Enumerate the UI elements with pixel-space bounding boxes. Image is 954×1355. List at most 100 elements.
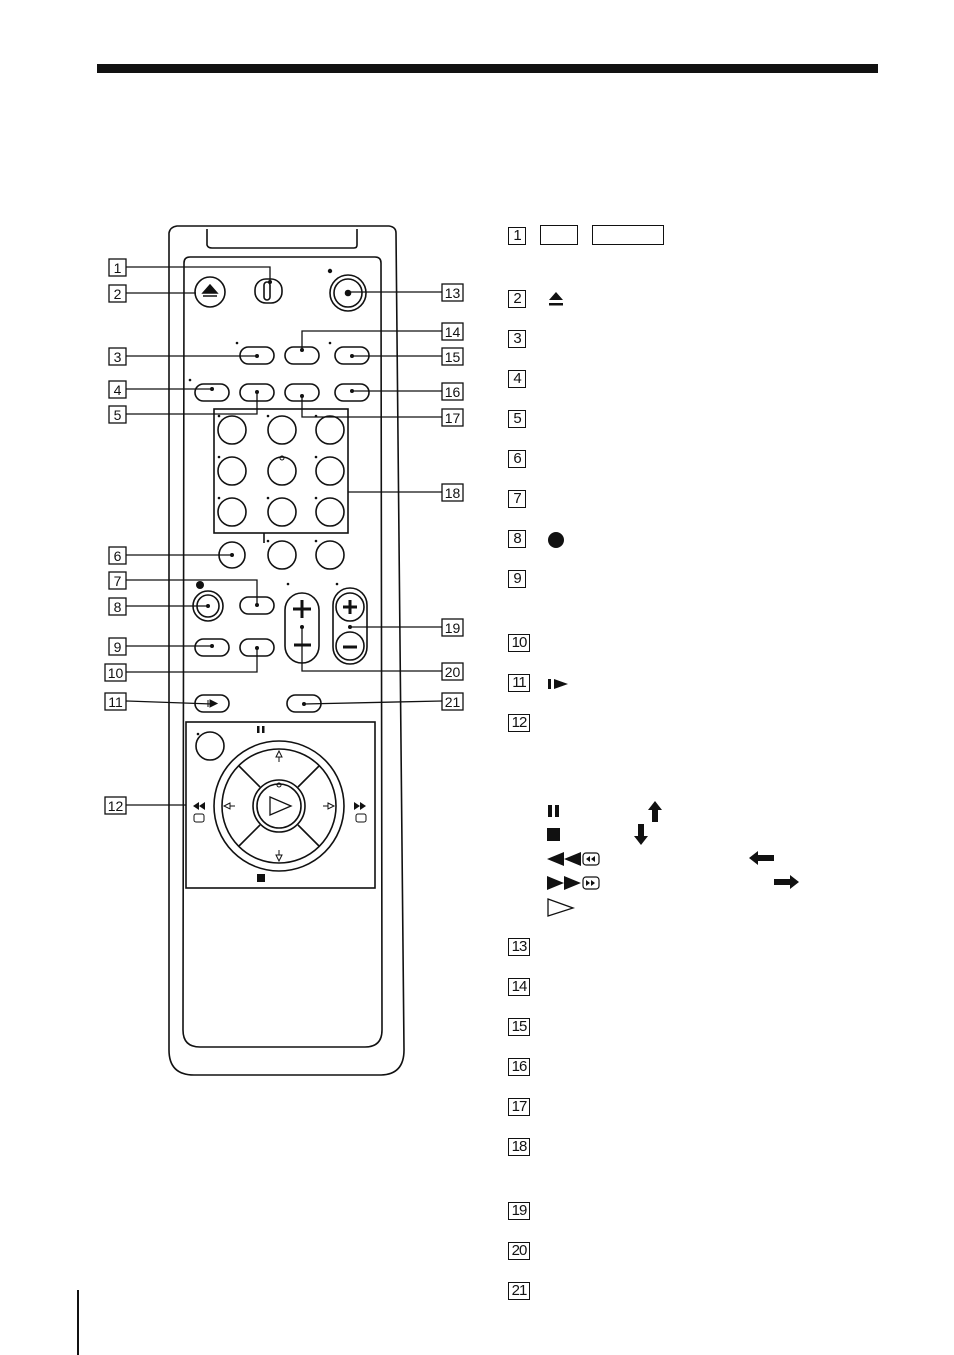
- legend-item: 1: [508, 226, 526, 246]
- right-callouts: [441, 283, 464, 711]
- legend-item: 21: [508, 1281, 530, 1301]
- number-key: [217, 497, 247, 527]
- legend-item: 9: [508, 569, 526, 589]
- legend-number: 9: [508, 570, 526, 588]
- legend-item: 15: [508, 1017, 530, 1037]
- legend-number: 2: [508, 290, 526, 308]
- remote-body-outer: [168, 225, 405, 1076]
- legend-number: 14: [508, 978, 530, 996]
- callout-label: 7: [114, 573, 122, 589]
- play-outline-icon: [547, 898, 576, 917]
- callout-label: 19: [445, 620, 461, 636]
- legend-number: 17: [508, 1098, 530, 1116]
- legend-number: 16: [508, 1058, 530, 1076]
- callout-label: 16: [445, 384, 461, 400]
- top-rule: [97, 64, 878, 73]
- legend-number: 15: [508, 1018, 530, 1036]
- play-icon: [269, 796, 293, 816]
- callout-label: 13: [445, 285, 461, 301]
- number-key: [267, 540, 297, 570]
- legend-number: 4: [508, 370, 526, 388]
- number-key: [217, 456, 247, 486]
- legend-number: 6: [508, 450, 526, 468]
- legend-item: 10: [508, 633, 530, 653]
- callout-label: 3: [114, 349, 122, 365]
- numpad-bracket: [213, 408, 349, 534]
- callout-label: 17: [445, 410, 461, 426]
- legend-item: 4: [508, 369, 526, 389]
- legend-number: 8: [508, 530, 526, 548]
- callout-label: 11: [108, 694, 123, 710]
- legend-item: 2: [508, 289, 526, 309]
- legend-item: 19: [508, 1201, 530, 1221]
- callout-label: 6: [114, 548, 122, 564]
- legend-number: 7: [508, 490, 526, 508]
- remote-top-slot: [206, 229, 358, 249]
- rewind-icon: [547, 852, 600, 866]
- callout-label: 1: [114, 260, 122, 276]
- arrow-up-icon: [648, 801, 662, 822]
- callout-label: 15: [445, 349, 461, 365]
- legend-number: 10: [508, 634, 530, 652]
- slow-play-icon: [548, 679, 568, 689]
- record-dot-icon: [548, 532, 564, 548]
- legend-item: 5: [508, 409, 526, 429]
- legend-number: 1: [508, 227, 526, 245]
- number-key: [267, 456, 297, 486]
- record-dot: [196, 581, 204, 589]
- number-keys: [217, 415, 345, 570]
- right-callout-labels: 13 14 15 16 17 18 19 20 21: [445, 285, 461, 710]
- callout-label: 21: [445, 694, 461, 710]
- play-button: [252, 779, 306, 833]
- callout-label: 8: [114, 599, 122, 615]
- jog-ring-outer: [213, 740, 345, 872]
- legend-number: 19: [508, 1202, 530, 1220]
- callout-label: 9: [114, 639, 122, 655]
- number-key: [315, 456, 345, 486]
- number-key: [315, 497, 345, 527]
- legend-item: 17: [508, 1097, 530, 1117]
- label-box-small: [540, 225, 578, 245]
- callout-label: 14: [445, 324, 461, 340]
- legend-item: 7: [508, 489, 526, 509]
- callout-label: 20: [445, 664, 461, 680]
- legend-item: 20: [508, 1241, 530, 1261]
- mode-switch: [254, 278, 283, 304]
- number-key: [217, 415, 247, 445]
- legend-number: 21: [508, 1282, 530, 1300]
- fast-forward-icon: [547, 876, 600, 890]
- legend-item: 14: [508, 977, 530, 997]
- legend-number: 12: [508, 714, 530, 732]
- left-callouts: [104, 258, 127, 815]
- callout-label: 10: [108, 665, 124, 681]
- jog-ring-inner: [221, 748, 337, 864]
- legend-item: 16: [508, 1057, 530, 1077]
- eject-icon: [201, 283, 219, 297]
- legend-item: 11: [508, 673, 530, 693]
- eject-icon: [549, 292, 563, 306]
- label-box-large: [592, 225, 664, 245]
- callout-label: 4: [114, 382, 122, 398]
- legend-number: 13: [508, 938, 530, 956]
- callout-label: 18: [445, 485, 461, 501]
- left-callout-labels: 1 2 3 4 5 6 7 8 9 10 11 12: [108, 260, 124, 814]
- legend-item: 13: [508, 937, 530, 957]
- callout-label: 2: [114, 286, 122, 302]
- stop-icon: [547, 828, 560, 841]
- legend-number: 3: [508, 330, 526, 348]
- eject-button: [194, 276, 226, 308]
- legend-item: 12: [508, 713, 530, 733]
- number-key: [267, 497, 297, 527]
- legend-item: 6: [508, 449, 526, 469]
- button-4: [194, 383, 230, 402]
- legend-number: 5: [508, 410, 526, 428]
- legend-item: 18: [508, 1137, 530, 1157]
- number-key: [267, 415, 297, 445]
- legend-item: 8: [508, 529, 526, 549]
- margin-rule: [77, 1290, 79, 1355]
- remote-body-inner: [182, 256, 383, 1048]
- arrow-left-icon: [749, 851, 774, 865]
- callout-label: 12: [108, 798, 124, 814]
